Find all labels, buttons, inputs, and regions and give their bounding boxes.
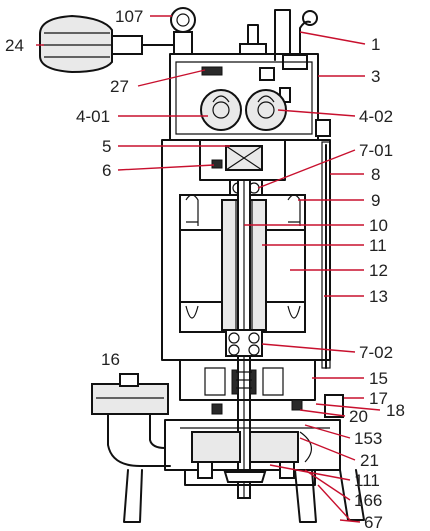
pump-casing xyxy=(164,394,344,471)
cable-inlet xyxy=(239,9,318,70)
label-153: 153 xyxy=(354,429,382,448)
label-12: 12 xyxy=(369,261,388,280)
label-18: 18 xyxy=(386,401,405,420)
label-20: 20 xyxy=(349,407,368,426)
label-4-01: 4-01 xyxy=(76,107,110,126)
label-13: 13 xyxy=(369,287,388,306)
label-11: 11 xyxy=(369,236,387,255)
leader-lines xyxy=(36,15,381,523)
label-3: 3 xyxy=(371,67,380,86)
label-9: 9 xyxy=(371,191,380,210)
label-5: 5 xyxy=(102,137,111,156)
label-166: 166 xyxy=(354,491,382,510)
label-10: 10 xyxy=(369,216,388,235)
label-17: 17 xyxy=(369,389,388,408)
motor-top-cover xyxy=(169,53,331,141)
label-107: 107 xyxy=(115,7,143,26)
label-111: 111 xyxy=(354,471,380,490)
label-67: 67 xyxy=(364,513,383,531)
label-7-02: 7-02 xyxy=(359,343,393,362)
label-27: 27 xyxy=(110,77,129,96)
bearing-lower xyxy=(225,329,263,357)
label-7-01: 7-01 xyxy=(359,141,393,160)
label-6: 6 xyxy=(102,161,111,180)
label-4-02: 4-02 xyxy=(359,107,393,126)
seal-housing xyxy=(179,359,316,401)
label-1: 1 xyxy=(371,35,380,54)
lifting-eye xyxy=(170,7,196,55)
label-15: 15 xyxy=(369,369,388,388)
label-16: 16 xyxy=(101,350,120,369)
float-switch xyxy=(39,14,176,74)
suction-cover xyxy=(123,461,365,523)
label-24: 24 xyxy=(5,36,24,55)
label-8: 8 xyxy=(371,165,380,184)
label-21: 21 xyxy=(360,451,379,470)
part-labels: 107 1 24 27 3 4-01 4-02 5 6 7-01 8 9 10 … xyxy=(5,7,405,531)
discharge-flange xyxy=(91,373,171,467)
